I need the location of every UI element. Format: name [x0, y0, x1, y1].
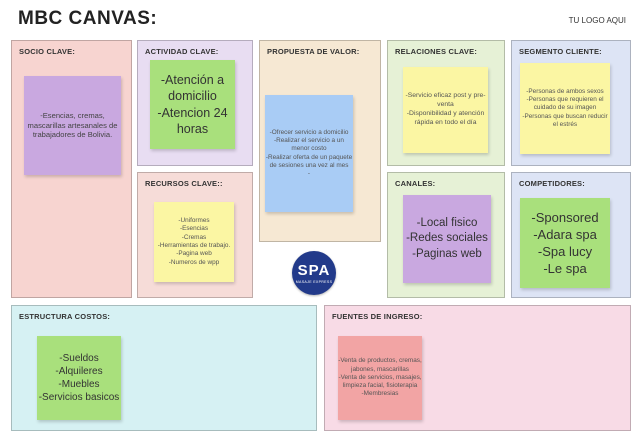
sticky-note-estructura-costos[interactable]: -Sueldos -Alquileres -Muebles -Servicios… [37, 336, 121, 420]
sticky-note-competidores[interactable]: -Sponsored -Adara spa -Spa lucy -Le spa [520, 198, 610, 288]
sticky-note-recursos-clave[interactable]: -Uniformes -Esencias -Cremas -Herramient… [154, 202, 234, 282]
sticky-note-relaciones-clave[interactable]: -Servicio eficaz post y pre-venta -Dispo… [403, 67, 488, 153]
sticky-note-socio-clave[interactable]: -Esencias, cremas, mascarillas artesanal… [24, 76, 121, 175]
block-title: ESTRUCTURA COSTOS: [19, 312, 111, 321]
spa-logo-tagline: MASAJE EXPRESS [295, 279, 333, 284]
block-title: FUENTES DE INGRESO: [332, 312, 423, 321]
block-title: RELACIONES CLAVE: [395, 47, 478, 56]
sticky-note-actividad-clave[interactable]: -Atención a domicilio -Atencion 24 horas [150, 60, 235, 149]
block-title: SOCIO CLAVE: [19, 47, 76, 56]
block-title: ACTIVIDAD CLAVE: [145, 47, 219, 56]
block-title: SEGMENTO CLIENTE: [519, 47, 602, 56]
block-title: RECURSOS CLAVE:: [145, 179, 223, 188]
block-title: CANALES: [395, 179, 436, 188]
sticky-note-canales[interactable]: -Local fisico -Redes sociales -Paginas w… [403, 195, 491, 283]
spa-logo: SPA MASAJE EXPRESS [292, 251, 336, 295]
canvas-title: MBC CANVAS: [18, 8, 158, 29]
block-title: PROPUESTA DE VALOR: [267, 47, 360, 56]
sticky-note-propuesta-valor[interactable]: -Ofrecer servicio a domicilio -Realizar … [265, 95, 353, 212]
logo-placeholder: TU LOGO AQUI [568, 16, 626, 25]
spa-logo-text: SPA [297, 261, 331, 279]
block-title: COMPETIDORES: [519, 179, 585, 188]
sticky-note-fuentes-ingreso[interactable]: -Venta de productos, cremas, jabones, ma… [338, 336, 422, 420]
sticky-note-segmento-cliente[interactable]: -Personas de ambos sexos -Personas que r… [520, 63, 610, 154]
